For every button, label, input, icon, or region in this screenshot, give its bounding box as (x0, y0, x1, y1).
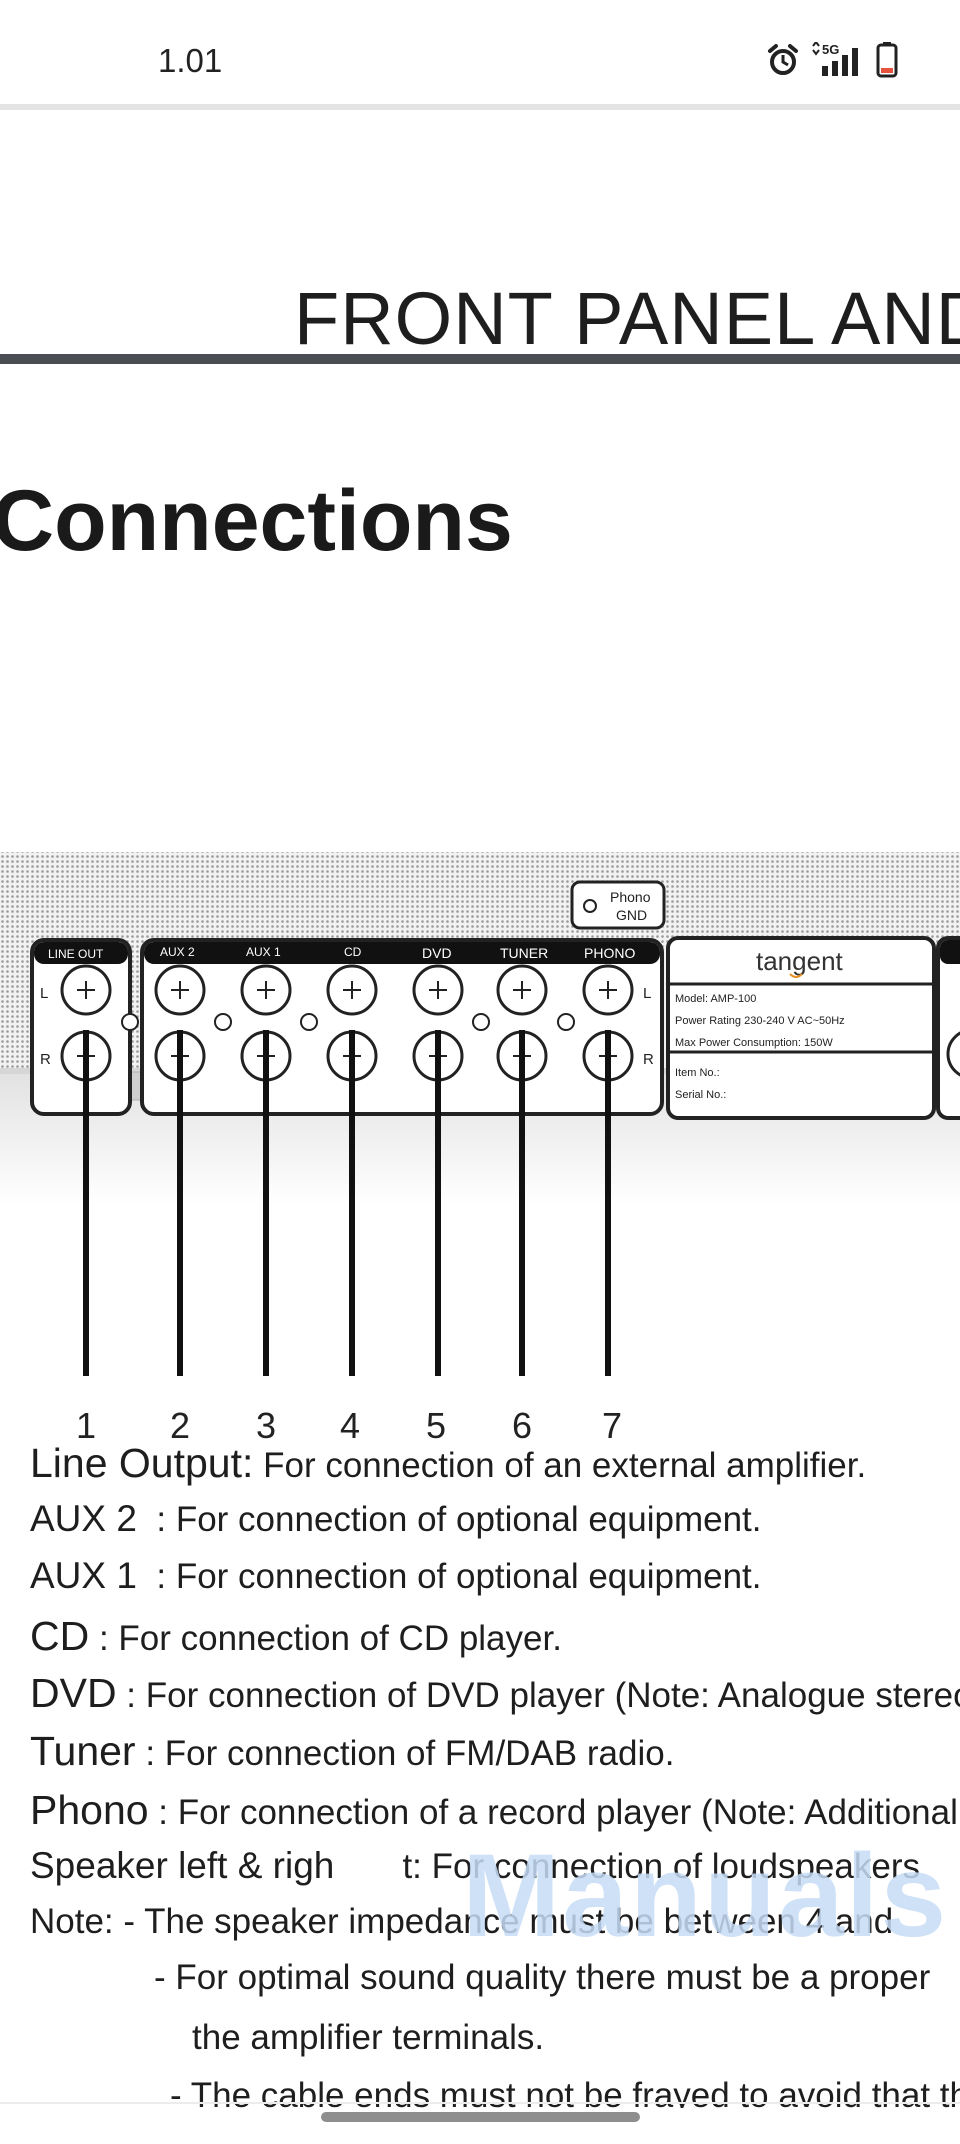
callout-number-2: 2 (170, 1405, 190, 1446)
description-text: the amplifier terminals. (192, 2018, 545, 2057)
status-divider (0, 104, 960, 110)
rca-jack-left-7 (582, 964, 634, 1016)
phono-left-label: L (643, 985, 651, 1002)
plate-max-power: Max Power Consumption: 150W (675, 1037, 833, 1049)
status-bar: 1.01 5G (0, 0, 960, 104)
description-term: Tuner (30, 1728, 136, 1774)
screw-3 (300, 1013, 318, 1031)
description-text: : For connection of DVD player (Note: An… (116, 1676, 960, 1715)
description-line: CD : For connection of CD player. (30, 1613, 562, 1660)
line-out-label: LINE OUT (48, 947, 104, 961)
description-line: Speaker left & righ t: For connection of… (30, 1845, 920, 1887)
phono-gnd-terminal: Phono GND (570, 880, 666, 930)
page-header-title: FRONT PANEL AND (294, 277, 960, 360)
input-label-tuner: TUNER (500, 945, 548, 961)
screw-4 (472, 1013, 490, 1031)
description-line: Note: - The speaker impedance must be be… (30, 1902, 893, 1942)
callout-number-5: 5 (426, 1405, 446, 1446)
description-text: : For connection of a record player (Not… (148, 1793, 958, 1832)
speaker-terminal-block (936, 936, 960, 1120)
battery-icon (876, 42, 898, 78)
description-term: Phono (30, 1787, 149, 1833)
plate-power-rating: Power Rating 230-240 V AC~50Hz (675, 1015, 845, 1027)
description-term: AUX 2 (30, 1498, 137, 1539)
rca-jack-left-3 (240, 964, 292, 1016)
description-line: DVD : For connection of DVD player (Note… (30, 1670, 960, 1717)
screw-5 (557, 1013, 575, 1031)
callout-number-3: 3 (256, 1405, 276, 1446)
input-label-aux2: AUX 2 (160, 945, 195, 959)
input-label-dvd: DVD (422, 945, 452, 961)
status-time: 1.01 (158, 42, 223, 79)
input-label-phono: PHONO (584, 945, 635, 961)
description-term: DVD (30, 1670, 117, 1716)
description-text: : For connection of CD player. (89, 1619, 562, 1658)
brand-logo: tangent (756, 946, 844, 976)
description-text: Note: - The speaker impedance must be be… (30, 1902, 894, 1941)
input-label-aux1: AUX 1 (246, 945, 281, 959)
description-line: AUX 1 : For connection of optional equip… (30, 1555, 762, 1597)
watermark-logo: Manuals (462, 1830, 949, 1962)
description-term: CD (30, 1613, 90, 1659)
description-line: - For optimal sound quality there must b… (154, 1958, 930, 1998)
callout-number-6: 6 (512, 1405, 532, 1446)
rca-jack-left-2 (154, 964, 206, 1016)
callout-markers: 1 2 3 4 5 6 7 (76, 1030, 622, 1446)
plate-serial-no: Serial No.: (675, 1089, 726, 1101)
alarm-icon (768, 44, 798, 75)
description-line: Phono : For connection of a record playe… (30, 1787, 958, 1834)
rca-jack-left-1 (60, 964, 112, 1016)
rca-jack-left-4 (326, 964, 378, 1016)
input-label-cd: CD (344, 945, 362, 959)
rca-jack-left-6 (496, 964, 548, 1016)
signal-icon: 5G (812, 42, 858, 76)
description-term: Line Output: (30, 1440, 254, 1486)
screw-1 (121, 1013, 139, 1031)
phono-right-label: R (643, 1051, 654, 1068)
plate-item-no: Item No.: (675, 1067, 720, 1079)
description-text: For connection of an external amplifier. (253, 1446, 867, 1485)
description-term: AUX 1 (30, 1555, 137, 1596)
description-line: AUX 2 : For connection of optional equip… (30, 1498, 762, 1540)
callout-number-7: 7 (602, 1405, 622, 1446)
phono-gnd-label-1: Phono (610, 889, 651, 905)
description-line: Line Output: For connection of an extern… (30, 1440, 866, 1487)
line-out-right-label: R (40, 1051, 51, 1068)
description-term: Speaker left & righ (30, 1845, 335, 1886)
nav-divider (0, 2102, 960, 2104)
header-rule (0, 354, 960, 364)
screw-2 (214, 1013, 232, 1031)
network-type-label: 5G (822, 42, 839, 57)
rating-plate: tangent Model: AMP-100 Power Rating 230-… (666, 936, 936, 1120)
description-line: Tuner : For connection of FM/DAB radio. (30, 1728, 674, 1775)
rca-jack-left-5 (412, 964, 464, 1016)
rear-panel-illustration: Phono GND LINE OUT L R AUX 2 AUX 1 CD DV… (0, 852, 960, 1446)
status-icons: 5G (766, 40, 898, 80)
callout-number-4: 4 (340, 1405, 360, 1446)
plate-model: Model: AMP-100 (675, 993, 756, 1005)
section-title: Connections (0, 473, 513, 569)
description-text: : For connection of optional equipment. (136, 1500, 762, 1539)
document-page[interactable]: FRONT PANEL AND Connections Phono GND (0, 110, 960, 2108)
description-text: t: For connection of loudspeakers (334, 1847, 920, 1886)
description-text: : For connection of optional equipment. (136, 1557, 762, 1596)
description-line: the amplifier terminals. (192, 2018, 544, 2058)
phono-gnd-label-2: GND (616, 907, 647, 923)
mounting-screws (121, 1013, 575, 1031)
description-text: : For connection of FM/DAB radio. (135, 1734, 675, 1773)
line-out-left-label: L (40, 985, 48, 1002)
description-text: - For optimal sound quality there must b… (154, 1958, 931, 1997)
callout-number-1: 1 (76, 1405, 96, 1446)
home-indicator[interactable] (321, 2112, 640, 2122)
